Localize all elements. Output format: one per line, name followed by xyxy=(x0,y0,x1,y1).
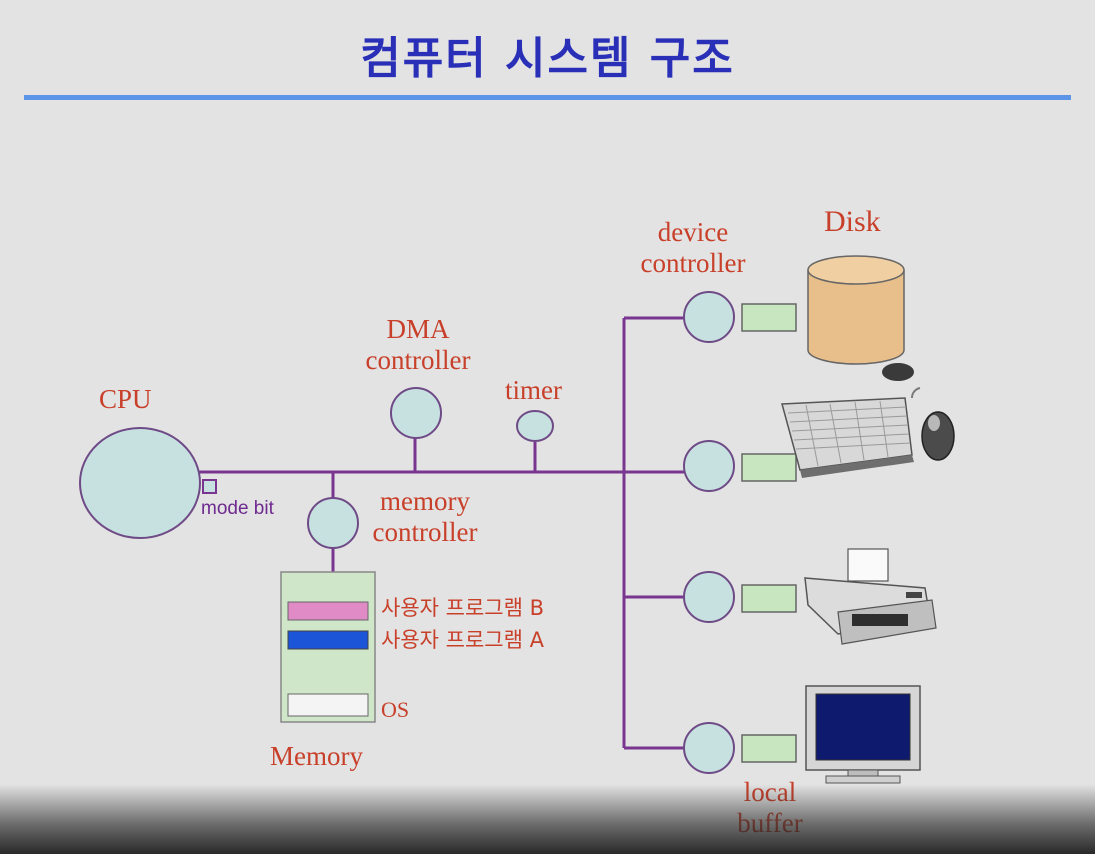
dma-controller-label: DMA controller xyxy=(356,314,480,376)
slide-title: 컴퓨터 시스템 구조 xyxy=(360,33,735,84)
program-b-region xyxy=(287,601,369,621)
mode-bit-box xyxy=(202,479,217,494)
local-buffer-line2: buffer xyxy=(737,808,803,839)
memory-block xyxy=(280,571,376,723)
program-b-label: 사용자 프로그램 B xyxy=(381,596,544,620)
title-underline xyxy=(24,95,1071,100)
local-buffer-line1: local xyxy=(743,777,797,807)
printer-icon xyxy=(804,548,937,645)
cpu-node xyxy=(79,427,201,539)
devctl-label-line2: controller xyxy=(640,248,746,279)
dma-label-line1: DMA xyxy=(386,314,450,344)
local-buffers xyxy=(741,303,797,763)
disk-icon xyxy=(807,255,905,365)
device-controller-label: device controller xyxy=(628,217,758,279)
monitor-controller-node xyxy=(683,722,735,774)
keyboard-mouse-icon xyxy=(781,363,955,478)
local-buffer-label: local buffer xyxy=(720,777,820,839)
memctl-label-line1: memory xyxy=(380,486,470,516)
system-bus xyxy=(198,316,685,750)
disk-buffer xyxy=(741,303,797,332)
disk-controller-node xyxy=(683,291,735,343)
program-a-label: 사용자 프로그램 A xyxy=(381,628,544,652)
keyboard-controller-node xyxy=(683,440,735,492)
timer-label: timer xyxy=(505,375,562,405)
devctl-label-line1: device xyxy=(657,217,729,247)
program-a-region xyxy=(287,630,369,650)
memctl-label-line2: controller xyxy=(372,517,478,548)
mode-bit-label: mode bit xyxy=(201,498,274,519)
keyboard-buffer xyxy=(741,453,797,482)
memory-label: Memory xyxy=(270,741,363,771)
disk-label: Disk xyxy=(824,205,881,238)
device-controllers xyxy=(683,291,735,774)
monitor-buffer xyxy=(741,734,797,763)
dma-label-line2: controller xyxy=(365,345,471,376)
printer-controller-node xyxy=(683,571,735,623)
dma-controller-node xyxy=(390,387,442,439)
printer-buffer xyxy=(741,584,797,613)
memory-controller-node xyxy=(307,497,359,549)
os-region xyxy=(287,693,369,717)
monitor-icon xyxy=(805,685,921,784)
cpu-label: CPU xyxy=(99,384,152,414)
timer-node xyxy=(516,410,554,442)
memory-controller-label: memory controller xyxy=(363,486,487,548)
os-label: OS xyxy=(381,697,410,722)
